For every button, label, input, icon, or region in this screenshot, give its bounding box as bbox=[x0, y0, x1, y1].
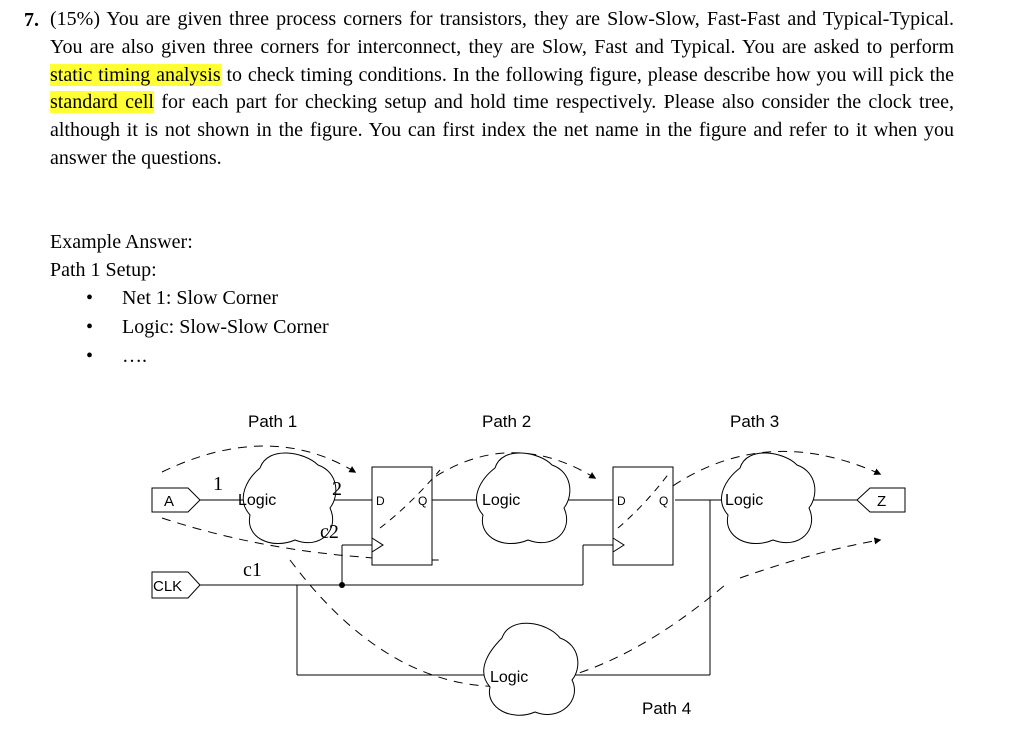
bullet-dot: • bbox=[86, 345, 94, 367]
path3-arrow bbox=[659, 450, 882, 496]
path2-arrow bbox=[409, 452, 597, 496]
wires bbox=[200, 499, 857, 676]
example-subheading: Path 1 Setup: bbox=[50, 259, 157, 281]
bullet-dot: • bbox=[86, 316, 94, 338]
ff1-clock-triangle bbox=[371, 537, 384, 553]
ff1-q-label: Q bbox=[418, 494, 427, 508]
bullet-item: • Net 1: Slow Corner bbox=[50, 284, 329, 313]
logic-3-label: Logic bbox=[725, 492, 763, 509]
input-clk-label: CLK bbox=[153, 578, 182, 595]
logic-cloud-4 bbox=[483, 622, 579, 716]
logic-2-label: Logic bbox=[482, 492, 520, 509]
ff2-d-label: D bbox=[617, 494, 626, 508]
question-number: 7. bbox=[24, 9, 39, 31]
path4-label: Path 4 bbox=[642, 699, 691, 718]
question-text: (15%) You are given three process corner… bbox=[50, 6, 954, 173]
logic-4-label: Logic bbox=[490, 669, 528, 686]
path1-label: Path 1 bbox=[248, 412, 297, 431]
net-c1-label: c1 bbox=[243, 559, 262, 581]
bullet-item: • Logic: Slow-Slow Corner bbox=[50, 313, 329, 342]
question-text-mid: to check timing conditions. In the follo… bbox=[220, 63, 955, 86]
logic-cloud-3 bbox=[721, 452, 816, 545]
bullet-dot: • bbox=[86, 287, 94, 309]
ff1-d-label: D bbox=[376, 494, 385, 508]
timing-path-figure: Path 1 Path 2 Path 3 Path 4 A CLK Z Lo bbox=[151, 412, 906, 718]
path1-arrow bbox=[161, 445, 357, 473]
highlight-static-timing-analysis: static timing analysis bbox=[50, 63, 221, 86]
path2-label: Path 2 bbox=[482, 412, 531, 431]
flip-flop-1 bbox=[371, 466, 433, 566]
net-1-label: 1 bbox=[213, 473, 223, 495]
logic-1-label: Logic bbox=[238, 492, 276, 509]
bullet-text: …. bbox=[122, 345, 147, 367]
net-2-label: 2 bbox=[332, 478, 342, 500]
path3-lower-arrow bbox=[739, 537, 882, 579]
input-a-label: A bbox=[164, 493, 174, 510]
clock-junction-dot bbox=[339, 582, 345, 588]
output-z-label: Z bbox=[877, 493, 886, 510]
bullet-text: Net 1: Slow Corner bbox=[122, 287, 279, 309]
input-clk-pin bbox=[151, 571, 201, 599]
ff2-clock-triangle bbox=[612, 537, 625, 553]
example-bullets: • Net 1: Slow Corner • Logic: Slow-Slow Co… bbox=[50, 284, 329, 371]
example-heading: Example Answer: bbox=[50, 231, 193, 253]
output-z-pin bbox=[856, 487, 906, 513]
net-c2-label: c2 bbox=[320, 521, 339, 543]
question-text-post: for each part for checking setup and hol… bbox=[50, 91, 954, 169]
bullet-item: • …. bbox=[50, 342, 329, 371]
highlight-standard-cell: standard cell bbox=[50, 91, 154, 114]
input-a-pin bbox=[151, 487, 201, 513]
logic-cloud-1 bbox=[242, 452, 337, 545]
flip-flop-2 bbox=[612, 466, 674, 566]
bullet-text: Logic: Slow-Slow Corner bbox=[122, 316, 329, 338]
logic-cloud-2 bbox=[476, 452, 571, 545]
example-answer: Example Answer: Path 1 Setup: • Net 1: Sl… bbox=[50, 228, 329, 371]
ff2-q-label: Q bbox=[659, 494, 668, 508]
question-text-pre: (15%) You are given three process corner… bbox=[50, 8, 954, 58]
path3-label: Path 3 bbox=[730, 412, 779, 431]
